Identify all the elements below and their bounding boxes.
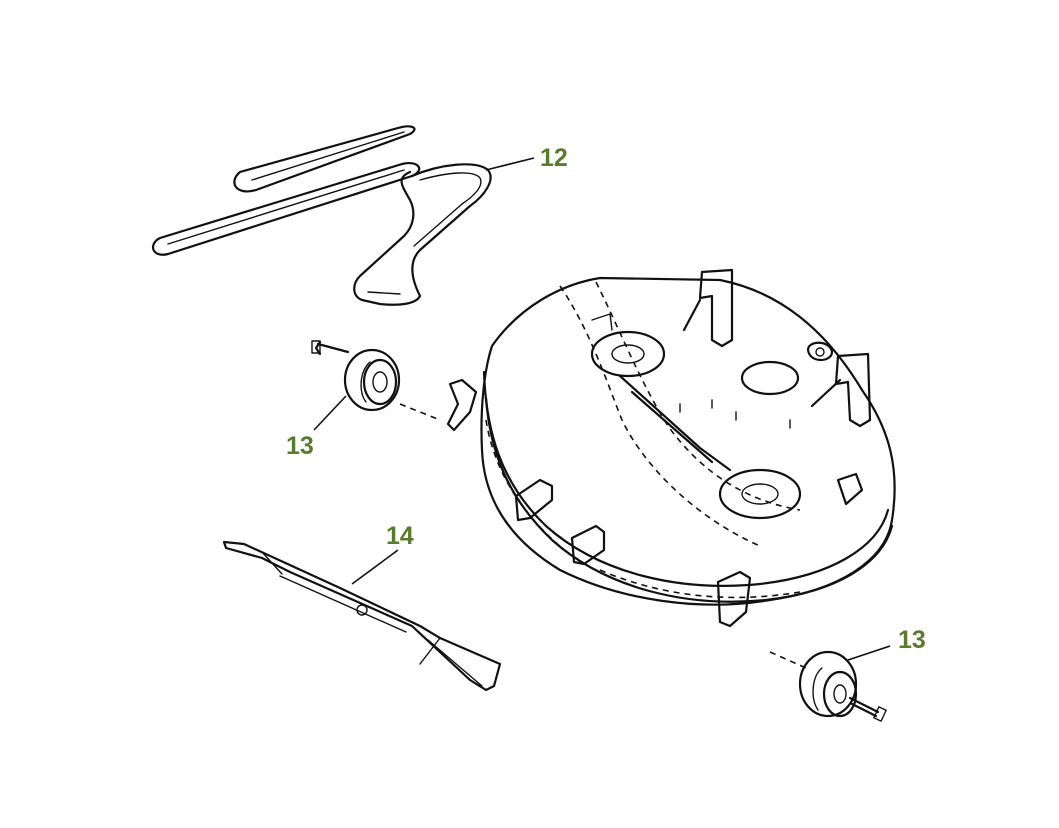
drive-belt bbox=[151, 125, 492, 306]
callout-wheel-right: 13 bbox=[898, 626, 926, 654]
gauge-wheel-left bbox=[311, 340, 441, 421]
callout-belt: 12 bbox=[540, 144, 568, 172]
leader-lines bbox=[313, 157, 891, 661]
mower-deck bbox=[446, 268, 896, 669]
leader-blade bbox=[351, 549, 399, 585]
callout-wheel-left: 13 bbox=[286, 432, 314, 460]
mower-blade bbox=[222, 540, 502, 692]
leader-wheel-right bbox=[847, 645, 891, 661]
leader-wheel-left bbox=[313, 395, 347, 431]
leader-belt bbox=[485, 157, 535, 171]
gauge-wheel-right bbox=[798, 650, 887, 722]
callout-blade: 14 bbox=[386, 522, 414, 550]
